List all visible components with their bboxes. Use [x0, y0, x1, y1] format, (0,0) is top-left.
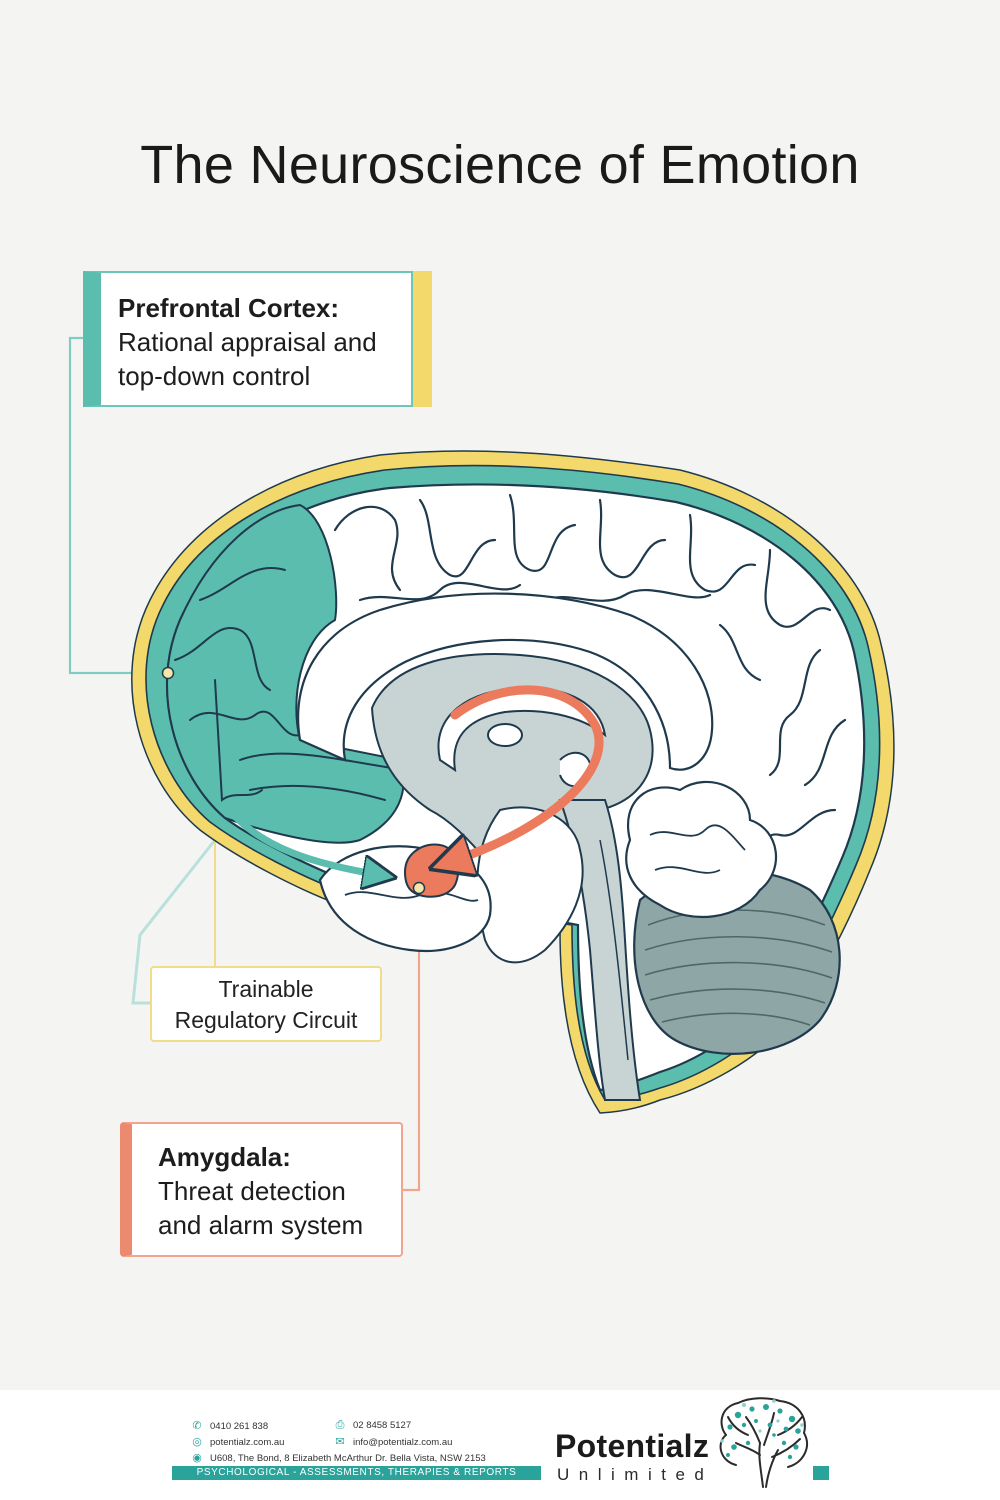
amygdala-title: Amygdala: — [158, 1142, 291, 1172]
globe-icon: ◎ — [192, 1436, 202, 1448]
fax-icon: ⎙ — [335, 1419, 345, 1431]
location-pin-icon: ◉ — [192, 1452, 202, 1464]
brand-name: Potentialz — [555, 1428, 710, 1464]
corpus-callosum — [297, 592, 714, 771]
prefrontal-dot — [161, 666, 175, 680]
amygdala-label: Amygdala: Threat detection and alarm sys… — [120, 1122, 403, 1257]
cerebellum-folds — [625, 780, 778, 919]
brand-accent-square — [813, 1466, 829, 1480]
fax-text: 02 8458 5127 — [353, 1420, 412, 1431]
alarm-arrow — [450, 685, 604, 862]
tree-logo-icon — [719, 1397, 808, 1488]
circuit-leader-line-teal — [131, 839, 217, 1005]
footer-address: ◉ U608, The Bond, 8 Elizabeth McArthur Dr… — [190, 1451, 486, 1464]
footer-phone[interactable]: ✆ 0410 261 838 — [190, 1419, 268, 1432]
brain — [131, 450, 895, 1114]
brain-diagram — [68, 336, 895, 1192]
phone-text: 0410 261 838 — [210, 1421, 269, 1432]
circuit-line1: Trainable — [218, 976, 314, 1002]
page-title: The Neuroscience of Emotion — [140, 135, 860, 196]
footer-website[interactable]: ◎ potentialz.com.au — [190, 1435, 284, 1448]
prefrontal-line2: top-down control — [118, 361, 311, 391]
regulatory-circuit-label: Trainable Regulatory Circuit — [150, 966, 382, 1042]
prefrontal-leader-line — [68, 336, 168, 675]
footer-fax: ⎙ 02 8458 5127 — [333, 1419, 412, 1432]
amygdala-line1: Threat detection — [158, 1176, 346, 1206]
website-text: potentialz.com.au — [210, 1437, 285, 1448]
regulation-arrow — [221, 801, 380, 875]
phone-icon: ✆ — [192, 1420, 202, 1432]
leader-lines — [68, 336, 421, 1192]
prefrontal-title: Prefrontal Cortex: — [118, 293, 340, 323]
mail-icon: ✉ — [335, 1436, 345, 1448]
amygdala-dot — [412, 881, 426, 895]
email-text: info@potentialz.com.au — [353, 1437, 453, 1448]
circuit-line2: Regulatory Circuit — [174, 1007, 358, 1033]
amygdala-line2: and alarm system — [158, 1210, 364, 1240]
address-text: U608, The Bond, 8 Elizabeth McArthur Dr.… — [210, 1453, 486, 1464]
brand-subtitle: Unlimited — [557, 1465, 714, 1484]
thalamus-spot — [487, 723, 523, 747]
footer-tagline: PSYCHOLOGICAL - ASSESSMENTS, THERAPIES &… — [172, 1466, 541, 1480]
prefrontal-accent-bar — [413, 271, 432, 407]
footer-email[interactable]: ✉ info@potentialz.com.au — [333, 1435, 452, 1448]
brainstem-inner-line — [599, 839, 629, 1061]
footer — [0, 1390, 1000, 1500]
prefrontal-line1: Rational appraisal and — [118, 327, 377, 357]
amygdala-leader-line — [403, 888, 421, 1192]
prefrontal-cortex-label: Prefrontal Cortex: Rational appraisal an… — [83, 271, 413, 407]
